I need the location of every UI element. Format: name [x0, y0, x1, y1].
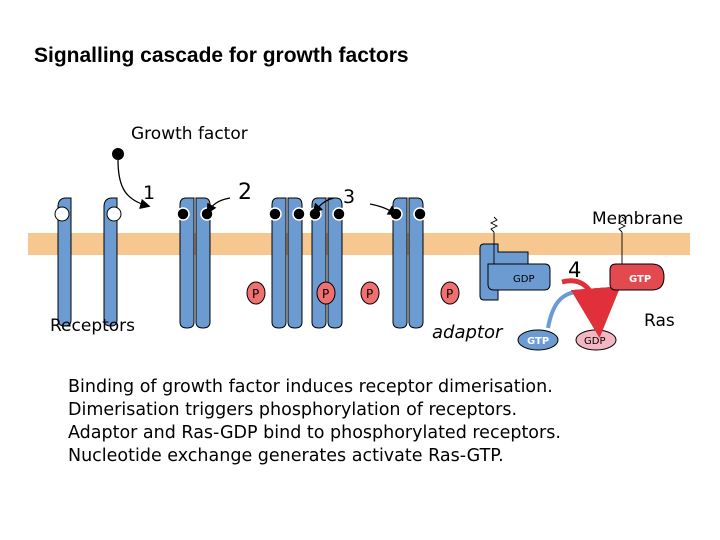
step-2-label: 2: [238, 180, 252, 205]
bound-growth-factor: [268, 207, 282, 221]
step-4-label: 4: [568, 258, 582, 282]
step-arrow-2: [206, 197, 231, 215]
binding-arrow-1: [117, 159, 151, 209]
receptor-monomer-2: [103, 197, 122, 327]
step-3-label: 3: [343, 186, 356, 208]
phospho-label: P: [252, 287, 259, 301]
caption-line-2: Dimerisation triggers phosphorylation of…: [68, 400, 518, 420]
gtp-label-active: GTP: [629, 274, 651, 285]
membrane-label: Membrane: [592, 209, 684, 229]
growth-factor-label: Growth factor: [131, 124, 248, 144]
step-arrow-4: [369, 203, 399, 216]
receptor-dimer-4: [389, 197, 427, 329]
phospho-group-2: P: [316, 281, 336, 305]
phospho-label: P: [446, 287, 453, 301]
gdp-out-arrow: [561, 278, 621, 338]
diagram-title: Signalling cascade for growth factors: [34, 44, 409, 67]
gdp-label-bound: GDP: [513, 274, 534, 285]
lipid-anchor-2: [617, 216, 627, 233]
bound-growth-factor: [200, 207, 214, 221]
bound-growth-factor: [332, 207, 346, 221]
receptor-dimer-1: [176, 197, 214, 329]
receptors-label: Receptors: [50, 316, 136, 336]
step-arrow-3: [312, 197, 335, 214]
growth-factor-ligand: [112, 148, 124, 160]
bound-growth-factor: [176, 207, 190, 221]
caption-line-4: Nucleotide exchange generates activate R…: [68, 446, 504, 466]
gtp-molecule: [517, 329, 559, 351]
caption-line-1: Binding of growth factor induces recepto…: [68, 377, 553, 397]
gtp-in-arrow: [546, 290, 577, 329]
bound-growth-factor: [413, 207, 427, 221]
phospho-label: P: [366, 287, 373, 301]
phospho-group-1: P: [246, 281, 266, 305]
caption-line-3: Adaptor and Ras-GDP bind to phosphorylat…: [68, 423, 561, 443]
ras-gtp-active: [609, 263, 665, 291]
ras-gdp-bound: [487, 263, 551, 291]
membrane-band: [28, 233, 690, 255]
bound-growth-factor: [308, 207, 322, 221]
phospho-group-3: P: [360, 281, 380, 305]
step-1-label: 1: [143, 182, 156, 204]
caption: Binding of growth factor induces recepto…: [68, 376, 561, 468]
receptor-dimer-3: [308, 197, 346, 329]
gdp-label-free: GDP: [584, 336, 605, 347]
gtp-label-free: GTP: [527, 336, 549, 347]
lipid-anchor-1: [489, 216, 499, 233]
ras-label: Ras: [644, 311, 675, 331]
receptor-monomer-1: [54, 197, 72, 327]
adaptor-label: adaptor: [432, 322, 503, 343]
bound-growth-factor: [292, 207, 306, 221]
phospho-label: P: [322, 287, 329, 301]
phospho-group-4: P: [440, 281, 460, 305]
receptor-dimer-2: [268, 197, 306, 329]
